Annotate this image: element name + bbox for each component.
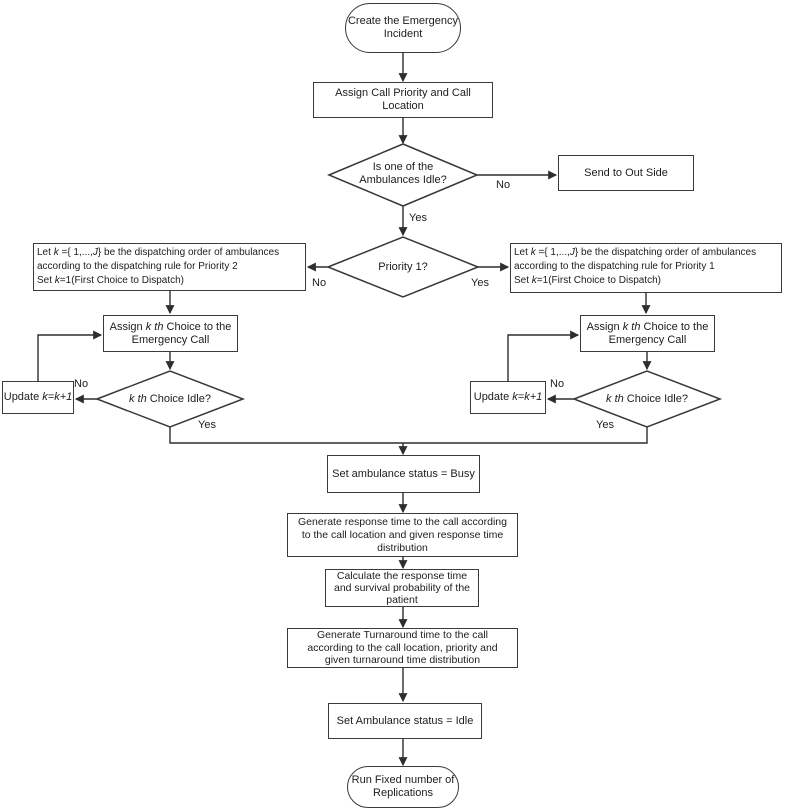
edge-label-right-yes: Yes <box>596 419 614 431</box>
edge-label-left-no: No <box>74 378 89 390</box>
node-update-k-left: Update k=k+1 <box>2 381 74 414</box>
edge-label-priority-yes: Yes <box>471 277 489 289</box>
edge-updateright-loop-to-assignright <box>507 330 580 381</box>
decision-kth-idle-right-label: k th Choice Idle? <box>606 392 688 405</box>
edge-yes-merge-line <box>169 427 648 444</box>
edge-label-left-yes: Yes <box>198 419 216 431</box>
decision-ambulance-idle-shape <box>327 143 479 207</box>
node-dispatch-order-priority1: Let k ={ 1,...,J} be the dispatching ord… <box>510 243 782 293</box>
decision-priority1-label: Priority 1? <box>378 260 428 273</box>
edge-label-priority-no: No <box>312 277 327 289</box>
edge-label-idle-no: No <box>496 179 511 191</box>
edge-updateleft-loop-to-assignleft <box>37 330 103 381</box>
edge-label-idle-yes: Yes <box>409 212 427 224</box>
node-dispatch-order-priority2: Let k ={ 1,...,J} be the dispatching ord… <box>33 243 306 291</box>
decision-kth-idle-right-shape <box>571 370 723 428</box>
node-send-to-outside: Send to Out Side <box>558 155 694 191</box>
node-set-status-idle: Set Ambulance status = Idle <box>328 703 482 739</box>
decision-priority1-shape <box>325 236 481 298</box>
node-update-k-right: Update k=k+1 <box>470 381 546 414</box>
node-set-status-busy: Set ambulance status = Busy <box>327 455 480 493</box>
node-generate-response-time: Generate response time to the call accor… <box>287 513 518 557</box>
edge-label-right-no: No <box>550 378 565 390</box>
decision-kth-idle-left-shape <box>94 370 246 428</box>
decision-kth-idle-left-label: k th Choice Idle? <box>129 392 211 405</box>
